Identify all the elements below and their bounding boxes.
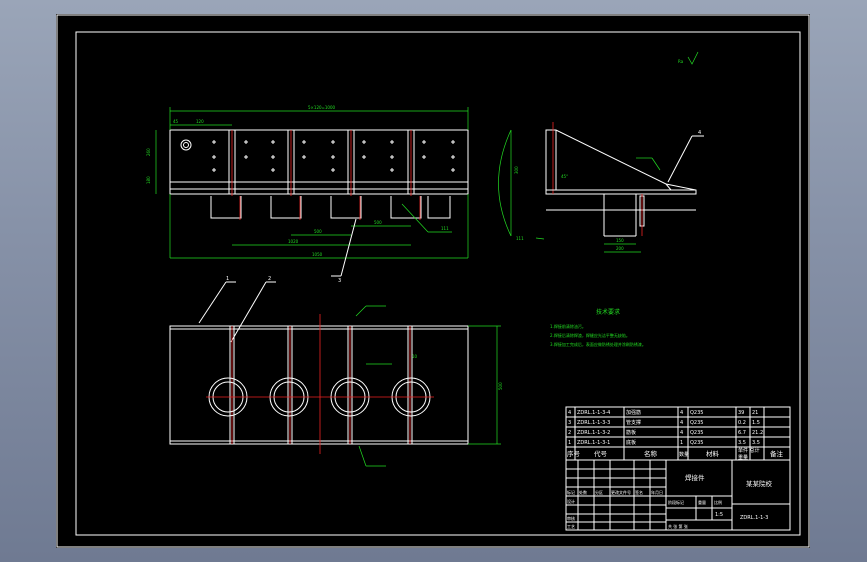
cad-drawing: Ra	[56, 14, 810, 548]
note-line-1: 1.焊接前清除油污。	[550, 323, 586, 329]
svg-text:21: 21	[752, 410, 758, 416]
svg-text:名称: 名称	[644, 449, 658, 458]
svg-text:39: 39	[738, 410, 744, 416]
svg-text:处数: 处数	[579, 489, 587, 495]
callout-3: 3	[338, 278, 341, 284]
svg-text:标记: 标记	[567, 489, 575, 495]
dim-left-h1: 260	[146, 148, 151, 156]
svg-text:比例: 比例	[714, 499, 722, 505]
svg-text:Q235: Q235	[690, 440, 703, 446]
roughness-symbol: Ra	[678, 51, 699, 65]
svg-text:4: 4	[568, 410, 571, 416]
callouts: 1 2 3	[198, 218, 357, 343]
svg-text:4: 4	[680, 410, 683, 416]
dim-left-h2: 180	[146, 176, 151, 184]
note-line-3: 3.焊接加工完成后，表面应做防锈处理并涂刷防锈漆。	[550, 341, 646, 347]
svg-text:筋板: 筋板	[626, 429, 636, 436]
technical-notes: 技术要求 1.焊接前清除油污。 2.焊接后清除焊渣，焊缝应光洁平整无缺陷。 3.…	[550, 308, 646, 347]
dim-inner-2: 500	[314, 229, 322, 234]
svg-text:4: 4	[680, 430, 683, 436]
svg-text:Q235: Q235	[690, 410, 703, 416]
svg-text:6.7: 6.7	[738, 430, 746, 436]
scale: 1:5	[715, 512, 723, 518]
title-block: 标记 处数 分区 更改文件号 签名 年月日 设计 审核 工艺 焊接件 阶段标记 …	[565, 459, 791, 531]
svg-text:材料: 材料	[706, 449, 720, 458]
side-view: 300 45° 200 150 111 4	[498, 122, 704, 253]
parts-row-2: 2 ZDRL.1-1-3-2 筋板 4 Q235 6.7 21.2	[568, 429, 763, 436]
dim-plan-gap: 10	[412, 354, 418, 359]
svg-text:备注: 备注	[770, 449, 784, 458]
dim-top-overall: 5×120=1000	[308, 105, 336, 110]
parts-header: 序号 代号 名称 数量 材料 单件 总计 重量 备注	[567, 447, 784, 461]
dim-side-w1: 200	[616, 246, 624, 251]
drawing-number: ZDRL.1-1-3	[740, 515, 768, 521]
svg-text:3.5: 3.5	[752, 440, 760, 446]
svg-text:0.2: 0.2	[738, 420, 746, 426]
part-name: 焊接件	[685, 473, 705, 482]
parts-list: 4 ZDRL.1-1-3-4 加强筋 4 Q235 39 21 3 ZDRL.1…	[565, 406, 791, 461]
weld-tag-front: 111	[441, 226, 449, 231]
dim-bottom-overall: 1050	[312, 252, 323, 257]
dim-plan-h: 500	[498, 382, 503, 390]
parts-row-1: 1 ZDRL.1-1-3-1 底板 1 Q235 3.5 3.5	[568, 439, 760, 446]
svg-text:单件 总计: 单件 总计	[738, 447, 760, 454]
dim-top-offset: 45	[173, 119, 179, 124]
svg-text:3: 3	[568, 420, 571, 426]
svg-text:序号: 序号	[567, 449, 581, 458]
svg-text:代号: 代号	[594, 449, 608, 458]
svg-text:ZDRL.1-1-3-2: ZDRL.1-1-3-2	[577, 430, 610, 436]
weld-tag-side: 111	[516, 236, 524, 241]
plan-view: 500 10	[169, 305, 503, 467]
svg-text:21.2: 21.2	[752, 430, 763, 436]
outer-border	[56, 14, 810, 548]
svg-text:数量: 数量	[679, 451, 689, 458]
svg-text:加强筋: 加强筋	[626, 409, 641, 416]
parts-row-4: 4 ZDRL.1-1-3-4 加强筋 4 Q235 39 21	[568, 409, 758, 416]
svg-text:ZDRL.1-1-3-4: ZDRL.1-1-3-4	[577, 410, 610, 416]
svg-text:设计: 设计	[567, 498, 575, 504]
svg-text:重量: 重量	[738, 454, 748, 461]
inner-border	[75, 31, 801, 536]
parts-row-3: 3 ZDRL.1-1-3-3 管支撑 4 Q235 0.2 1.5	[568, 419, 760, 426]
dim-inner-1: 1020	[288, 239, 299, 244]
svg-text:ZDRL.1-1-3-3: ZDRL.1-1-3-3	[577, 420, 610, 426]
front-view: 5×120=1000 120 45 260 180 1020 500 500 1…	[146, 105, 469, 259]
dim-side-h: 300	[514, 166, 519, 174]
dim-inner-3: 500	[374, 220, 382, 225]
svg-text:工艺: 工艺	[567, 524, 575, 529]
svg-text:签名: 签名	[635, 489, 643, 495]
pipe-holes	[206, 377, 434, 417]
dim-side-angle: 45°	[561, 174, 568, 179]
dim-side-w2: 150	[616, 238, 624, 243]
callout-2: 2	[268, 276, 271, 282]
svg-text:更改文件号: 更改文件号	[611, 489, 631, 495]
svg-text:1: 1	[680, 440, 683, 446]
note-line-2: 2.焊接后清除焊渣，焊缝应光洁平整无缺陷。	[550, 332, 630, 338]
svg-text:Q235: Q235	[690, 420, 703, 426]
svg-text:1: 1	[568, 440, 571, 446]
svg-text:1.5: 1.5	[752, 420, 760, 426]
svg-text:审核: 审核	[567, 515, 575, 521]
dim-top-left: 120	[196, 119, 204, 124]
svg-text:重量: 重量	[698, 499, 706, 505]
school-name: 某某院校	[746, 479, 773, 488]
svg-text:管支撑: 管支撑	[626, 419, 641, 426]
svg-text:4: 4	[680, 420, 683, 426]
svg-text:共 张 第 张: 共 张 第 张	[668, 523, 688, 529]
svg-text:Q235: Q235	[690, 430, 703, 436]
svg-text:年月日: 年月日	[651, 489, 663, 495]
svg-text:3.5: 3.5	[738, 440, 746, 446]
callout-1: 1	[226, 276, 229, 282]
notes-title: 技术要求	[596, 308, 620, 316]
side-view-label: 4	[698, 130, 701, 136]
svg-text:Ra: Ra	[678, 59, 684, 64]
svg-text:分区: 分区	[595, 489, 603, 495]
svg-text:阶段标记: 阶段标记	[668, 499, 684, 505]
svg-text:ZDRL.1-1-3-1: ZDRL.1-1-3-1	[577, 440, 610, 446]
svg-text:底板: 底板	[626, 439, 636, 446]
drawing-sheet: Ra	[56, 14, 810, 548]
svg-text:2: 2	[568, 430, 571, 436]
